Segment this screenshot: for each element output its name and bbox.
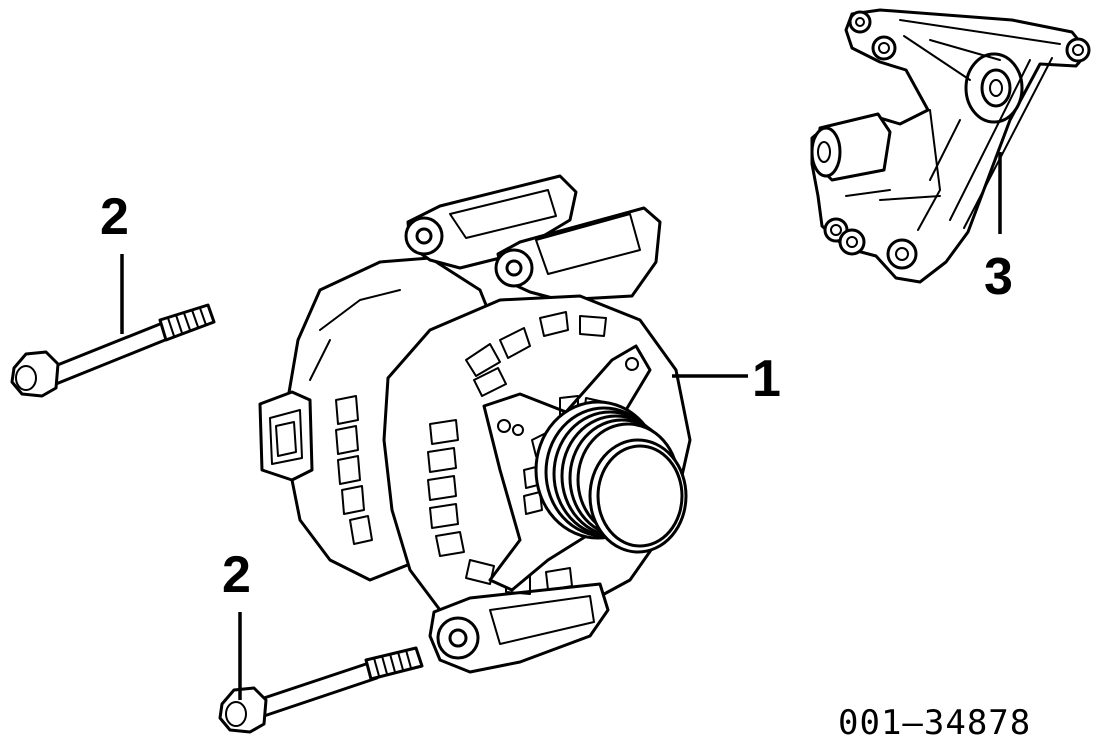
reference-number: 001–34878: [838, 703, 1031, 743]
callout-1: 1: [752, 350, 781, 408]
callout-2-lower: 2: [222, 546, 251, 604]
mounting-bracket: [810, 8, 1091, 284]
pulley: [534, 400, 688, 554]
callout-3: 3: [984, 248, 1013, 306]
bolt-upper: [10, 303, 216, 398]
alternator: [258, 174, 692, 674]
bolt-lower: [218, 646, 424, 734]
callout-2-upper: 2: [100, 188, 129, 246]
